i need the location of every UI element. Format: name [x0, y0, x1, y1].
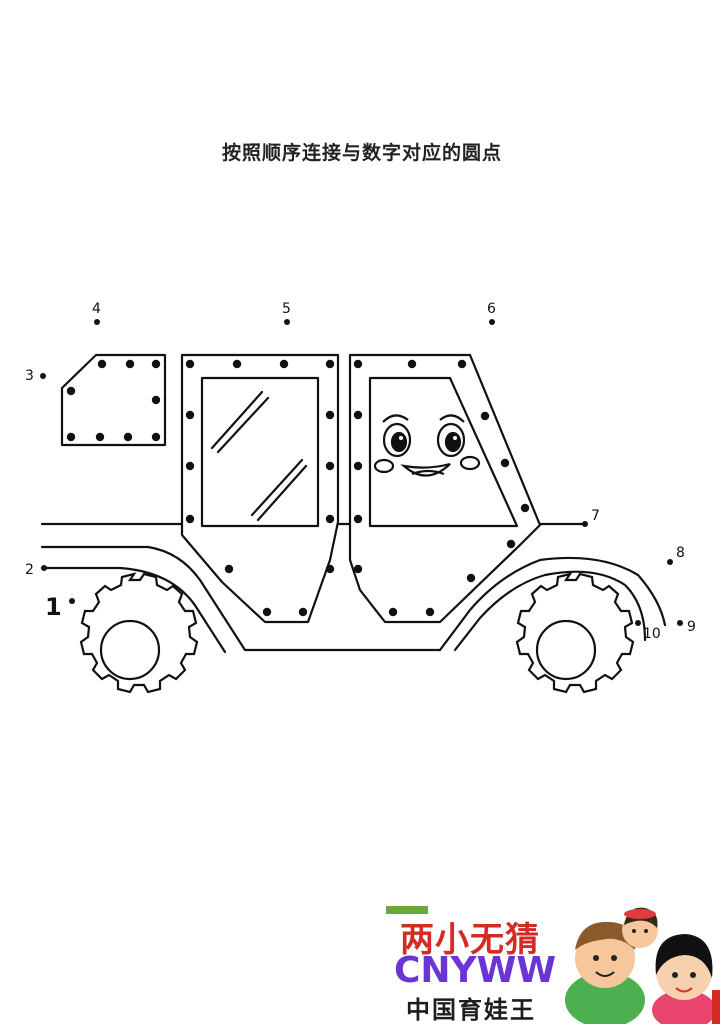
- dot-9: [677, 620, 683, 626]
- brand-name-cn: 两小无猜: [400, 920, 540, 960]
- rear-wheel: [79, 572, 199, 694]
- dot-2: [41, 565, 47, 571]
- family-mascot-illustration: [565, 907, 720, 1024]
- middle-door-panel: [180, 353, 340, 624]
- front-door-window: [368, 376, 519, 528]
- front-door-panel: [348, 353, 542, 624]
- dot-8: [667, 559, 673, 565]
- cartoon-face: [373, 414, 481, 477]
- dot-5: [284, 319, 290, 325]
- dot-label-9: 9: [687, 619, 696, 635]
- brand-logo: 两小无猜 CNYWW 中国育娃王: [386, 904, 724, 1024]
- dot-label-7: 7: [591, 508, 600, 524]
- outline-dots: [66, 359, 530, 617]
- dot-6: [489, 319, 495, 325]
- worksheet-title: 按照顺序连接与数字对应的圆点: [221, 142, 502, 164]
- rear-window-panel: [60, 353, 167, 447]
- dot-10: [635, 620, 641, 626]
- middle-door-window: [200, 376, 320, 528]
- dot-4: [94, 319, 100, 325]
- dot-label-1: 1: [45, 593, 62, 621]
- brand-accent-bar: [386, 906, 428, 914]
- numbered-dots: [40, 319, 683, 626]
- dot-7: [582, 521, 588, 527]
- dot-label-6: 6: [487, 301, 496, 317]
- front-wheel: [515, 572, 635, 694]
- dot-label-5: 5: [282, 301, 291, 317]
- dot-label-4: 4: [92, 301, 101, 317]
- dot-3: [40, 373, 46, 379]
- dot-label-3: 3: [25, 368, 34, 384]
- dot-label-2: 2: [25, 562, 34, 578]
- brand-tagline: 中国育娃王: [406, 996, 536, 1024]
- dot-label-8: 8: [676, 545, 685, 561]
- dot-1: [69, 598, 75, 604]
- brand-name-en: CNYWW: [394, 950, 557, 991]
- dot-label-10: 10: [643, 626, 661, 642]
